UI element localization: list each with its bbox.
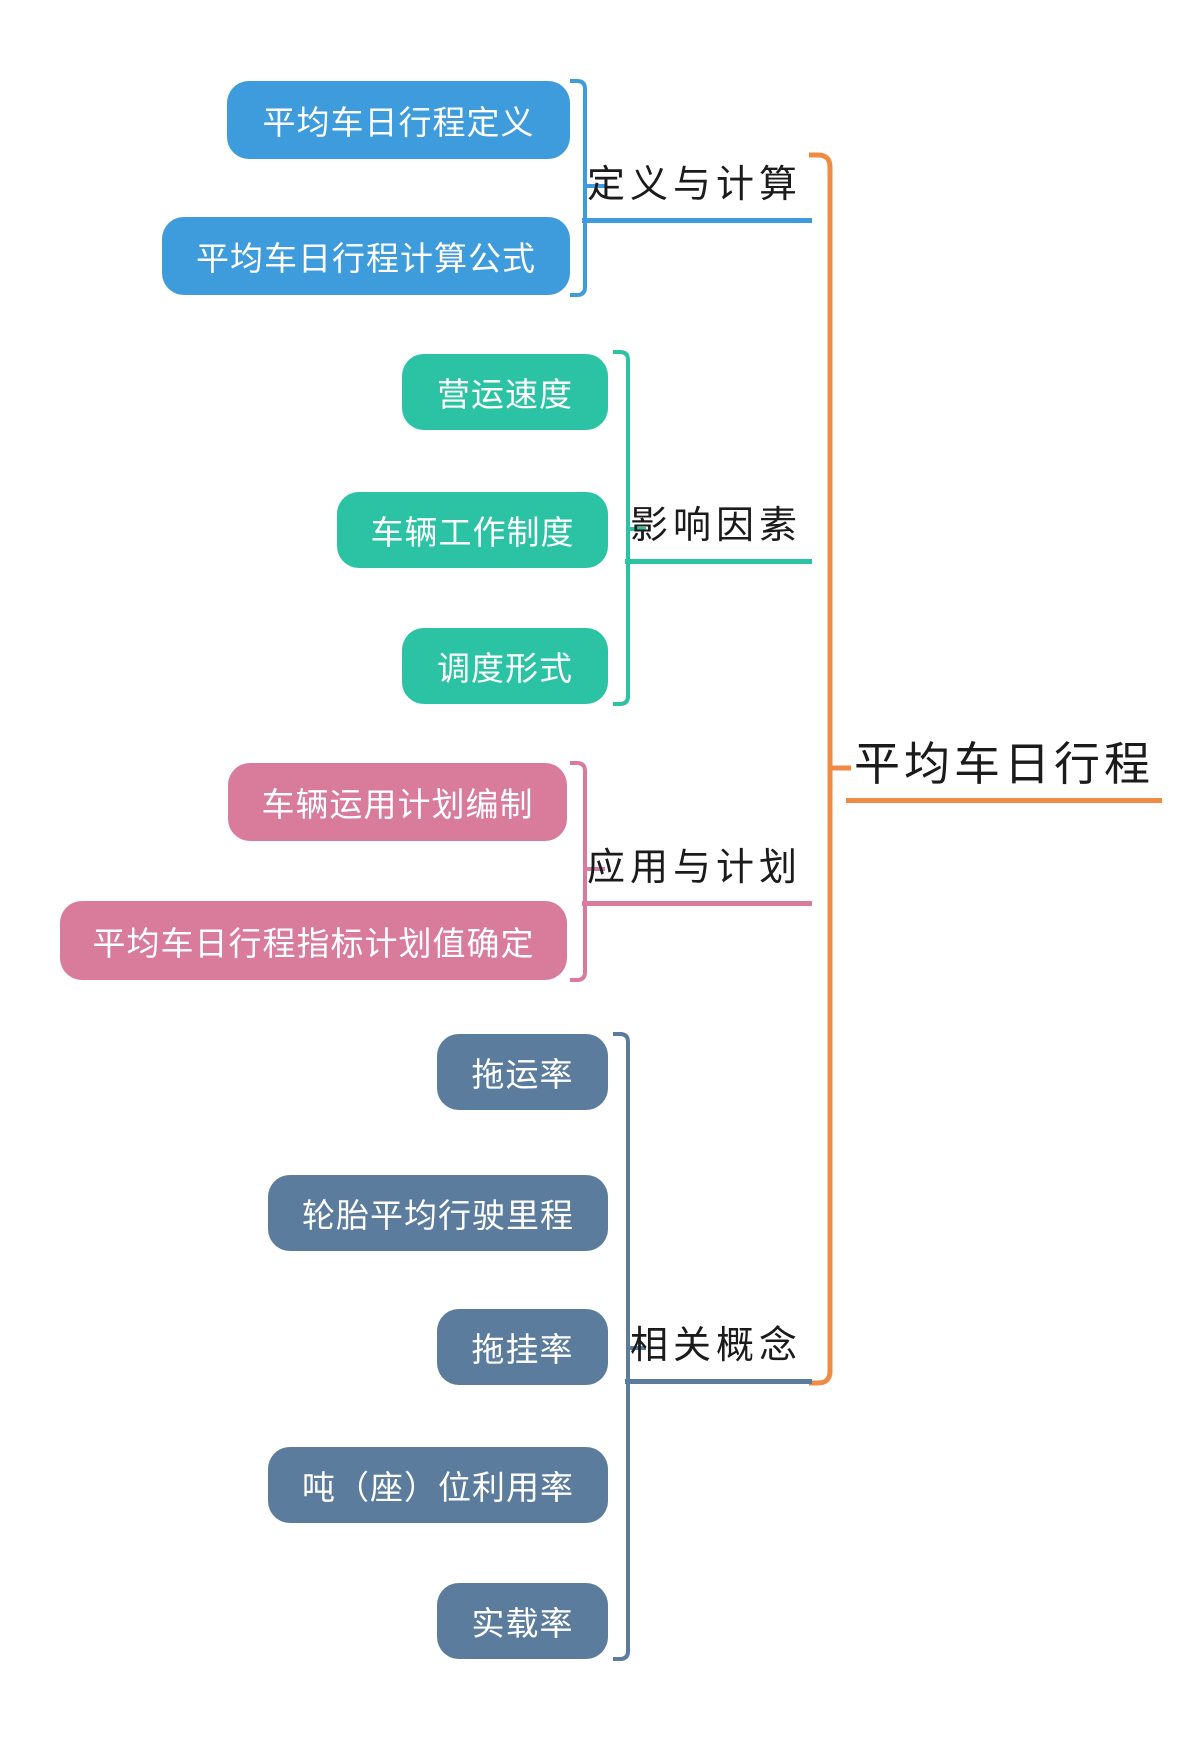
node-ton-seat-utilization[interactable]: 吨（座）位利用率	[268, 1447, 608, 1523]
node-dispatch-form[interactable]: 调度形式	[402, 628, 608, 704]
node-tire-average-mileage[interactable]: 轮胎平均行驶里程	[268, 1175, 608, 1251]
node-planned-value-determination[interactable]: 平均车日行程指标计划值确定	[60, 901, 567, 980]
branch-label-definition[interactable]: 定义与计算	[581, 162, 812, 223]
node-load-factor[interactable]: 实载率	[437, 1583, 608, 1659]
branch-label-related[interactable]: 相关概念	[624, 1323, 812, 1384]
node-operating-speed[interactable]: 营运速度	[402, 354, 608, 430]
node-avg-daily-mileage-definition[interactable]: 平均车日行程定义	[227, 81, 570, 159]
node-vehicle-work-system[interactable]: 车辆工作制度	[337, 492, 608, 568]
root-topic[interactable]: 平均车日行程	[846, 739, 1162, 803]
node-towing-rate[interactable]: 拖运率	[437, 1034, 608, 1110]
trunk-line	[809, 152, 851, 1386]
node-avg-daily-mileage-formula[interactable]: 平均车日行程计算公式	[162, 217, 570, 295]
node-trailer-rate[interactable]: 拖挂率	[437, 1309, 608, 1385]
node-vehicle-usage-plan[interactable]: 车辆运用计划编制	[228, 763, 567, 841]
branch-label-factors[interactable]: 影响因素	[624, 503, 812, 564]
branch-label-application[interactable]: 应用与计划	[581, 845, 812, 906]
